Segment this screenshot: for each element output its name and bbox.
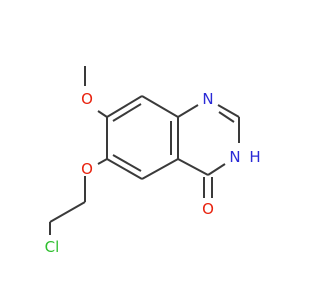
- bond-c4-c4a: [177, 158, 209, 176]
- bond-c5-c4a: [141, 158, 179, 180]
- atom-n3: N: [229, 148, 240, 166]
- atom-o-methoxy: O: [81, 90, 93, 108]
- bond-ch2-ch2: [49, 201, 86, 223]
- benzene-ring: [106, 95, 179, 180]
- bond-c8-c7-double: [112, 103, 142, 122]
- methoxy-group: [84, 66, 108, 118]
- atom-h-on-n3: H: [249, 148, 260, 166]
- atom-o-carbonyl: O: [202, 200, 214, 218]
- bond-c6-c5: [106, 158, 143, 180]
- bond-n3-c4: [207, 163, 226, 176]
- atom-n1: N: [202, 90, 213, 108]
- bond-c6-o-ether: [97, 158, 108, 165]
- bond-n1-c2: [217, 104, 240, 118]
- bond-n1-c2-double: [218, 111, 235, 123]
- bond-c8a-c8: [141, 95, 179, 118]
- bond-c7-o-methoxy: [97, 110, 108, 118]
- bond-c8a-n1: [177, 104, 199, 118]
- pyrimidinone-ring: [177, 104, 240, 198]
- atom-chlorine: Cl: [45, 238, 60, 256]
- bond-c8-c7: [106, 95, 143, 118]
- bond-c6-c5-double: [112, 154, 142, 172]
- atom-o-ether: O: [81, 160, 93, 178]
- chemical-structure: N N H O O O Cl: [45, 66, 261, 256]
- chloroethoxy-group: [49, 158, 108, 235]
